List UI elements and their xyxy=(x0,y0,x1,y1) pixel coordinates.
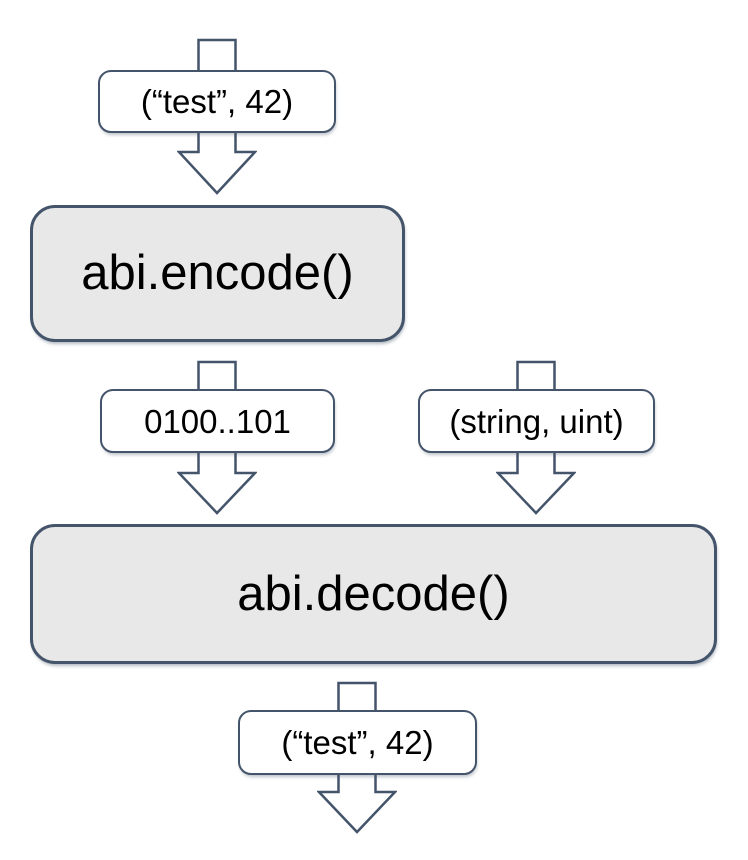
label-input-tuple: (“test”, 42) xyxy=(98,70,336,133)
label-types-tuple-text: (string, uint) xyxy=(449,402,624,440)
label-encoded-bytes: 0100..101 xyxy=(100,389,335,453)
node-abi-encode: abi.encode() xyxy=(30,205,405,342)
label-output-tuple-text: (“test”, 42) xyxy=(281,724,434,761)
label-encoded-bytes-text: 0100..101 xyxy=(144,402,291,440)
node-abi-encode-text: abi.encode() xyxy=(81,246,354,300)
node-abi-decode-text: abi.decode() xyxy=(237,566,510,621)
node-abi-decode: abi.decode() xyxy=(30,524,717,664)
label-output-tuple: (“test”, 42) xyxy=(238,710,477,775)
label-input-tuple-text: (“test”, 42) xyxy=(140,83,294,120)
label-types-tuple: (string, uint) xyxy=(418,389,655,453)
